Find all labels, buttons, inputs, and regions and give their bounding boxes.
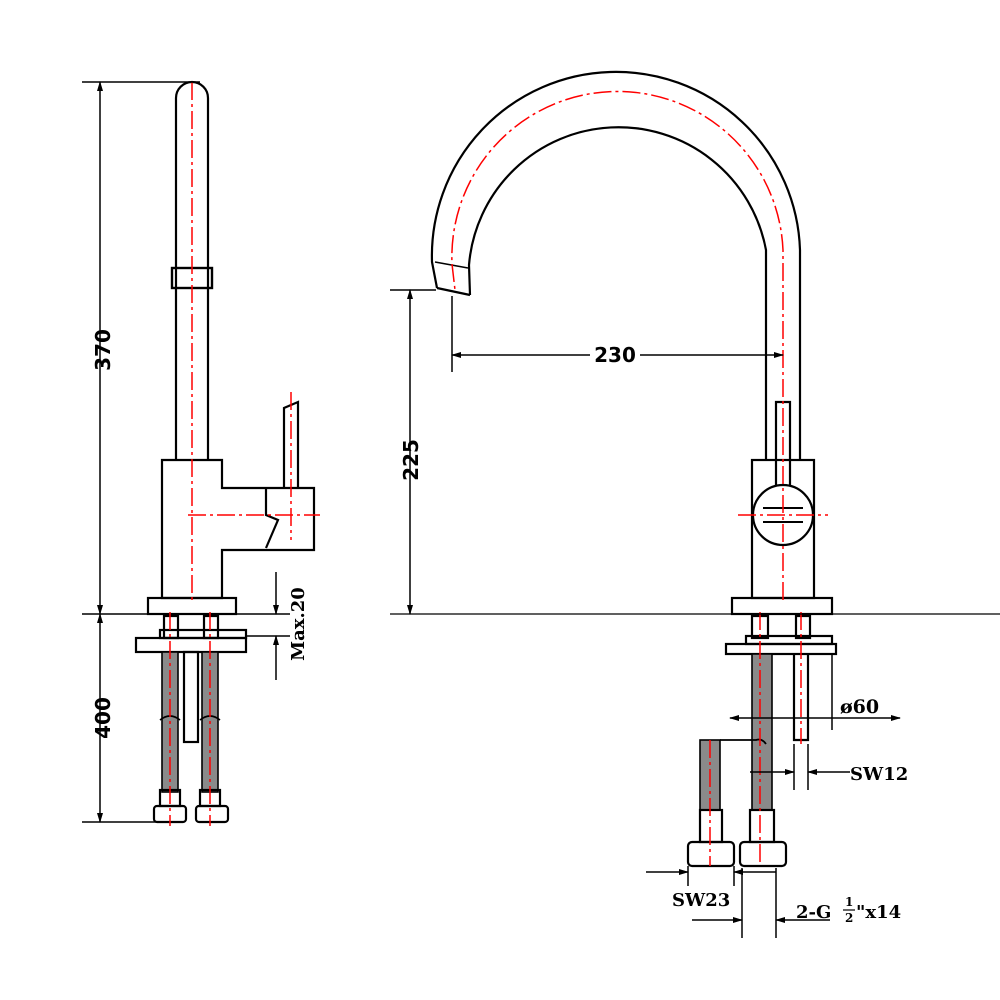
- side-view: [134, 80, 316, 824]
- front-nut-right: [738, 840, 788, 868]
- side-nut-plate: [134, 636, 248, 654]
- dim-spout-reach: 230: [594, 343, 636, 367]
- front-base-plate: [730, 596, 834, 616]
- side-stud-left: [162, 614, 180, 640]
- front-threaded-rod: [792, 654, 810, 742]
- front-ferrule-right: [748, 808, 776, 844]
- side-base-plate: [146, 596, 238, 616]
- front-spout-outer: [430, 70, 802, 460]
- front-stud-right: [794, 614, 812, 640]
- front-centerlines: [451, 90, 828, 866]
- side-center-rod: [182, 650, 200, 744]
- side-handle-cap: [264, 488, 280, 549]
- front-dimensions: [390, 289, 1000, 938]
- dim-wrench-small: SW12: [850, 764, 908, 785]
- front-nut-plate: [724, 642, 838, 656]
- thread-suffix: "x14: [856, 902, 901, 923]
- side-nut-right: [194, 804, 230, 824]
- dim-spout-height: 225: [399, 439, 423, 481]
- dim-wrench-large: SW23: [672, 890, 730, 911]
- side-stud-right: [202, 614, 220, 640]
- front-spout-inner: [467, 126, 768, 460]
- front-view: [430, 70, 838, 868]
- side-centerlines: [169, 82, 320, 826]
- thread-fraction-num: 1: [845, 895, 853, 909]
- dim-hose-length: 400: [91, 697, 115, 739]
- front-ferrule-left: [698, 808, 724, 844]
- front-nut-left: [686, 840, 736, 868]
- dim-total-height: 370: [91, 329, 115, 371]
- side-dimensions: [82, 81, 290, 823]
- dim-thread-spec: 2-G 1 2 "x14: [796, 895, 901, 925]
- thread-fraction-den: 2: [845, 911, 853, 925]
- dim-max-thickness: Max.20: [288, 587, 309, 661]
- dim-hole-diameter: ø60: [840, 696, 879, 718]
- thread-prefix: 2-G: [796, 902, 831, 923]
- front-hose-main: [751, 653, 773, 811]
